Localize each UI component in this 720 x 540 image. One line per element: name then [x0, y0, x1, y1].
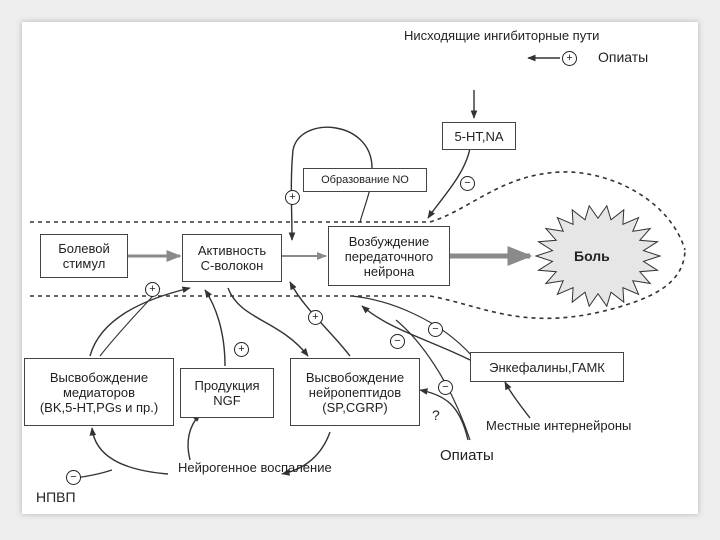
- ngf-production-box: Продукция NGF: [180, 368, 274, 418]
- 5ht-na-box: 5-HT,NA: [442, 122, 516, 150]
- descending-paths-label: Нисходящие ингибиторные пути: [404, 28, 600, 43]
- mediator-release-box: Высвобождение медиаторов (BK,5-HT,PGs и …: [24, 358, 174, 426]
- arrow-inflammation-to-ngf: [187, 413, 201, 461]
- pain-burst-shape: [534, 204, 662, 308]
- arrow-5ht-to-neuron: [427, 147, 471, 219]
- arrow-ngf-to-cfiber: [204, 289, 226, 367]
- minus-sign-opiates-neuron: −: [390, 334, 405, 349]
- arrow-enkephalins-to-cfiber: [351, 295, 473, 357]
- pain-label: Боль: [574, 248, 610, 264]
- neuron-excitation-box: Возбуждение передаточного нейрона: [328, 226, 450, 286]
- arrow-mediators-to-cfiber: [89, 286, 191, 357]
- plus-sign-neuropeptides: +: [308, 310, 323, 325]
- arrow-opiates-to-neuron: [395, 319, 471, 441]
- opiates-bottom-label: Опиаты: [440, 447, 494, 464]
- arrow-cfiber-to-neuropeptides: [227, 287, 309, 357]
- minus-sign-5ht: −: [460, 176, 475, 191]
- minus-sign-nsaid: −: [66, 470, 81, 485]
- plus-sign-opiates: +: [562, 51, 577, 66]
- arrow-no-loop: [288, 126, 373, 241]
- nsaid-label: НПВП: [36, 489, 76, 505]
- plus-sign-no: +: [285, 190, 300, 205]
- local-interneurons-label: Местные интернейроны: [486, 418, 632, 433]
- spinal-cord-lower-dashed-line: [30, 249, 686, 320]
- arrow-interneurons-to-enkephalins: [504, 381, 531, 419]
- spinal-cord-upper-dashed-line: [30, 171, 686, 251]
- enkephalins-box: Энкефалины,ГАМК: [470, 352, 624, 382]
- arrow-mediators-plus: [99, 287, 161, 357]
- arrow-enkephalins-to-neuron: [361, 305, 471, 361]
- plus-sign-mediators: +: [145, 282, 160, 297]
- minus-sign-opiates-peptides: −: [438, 380, 453, 395]
- neurogenic-inflammation-label: Нейрогенное воспаление: [178, 460, 332, 475]
- neuropeptide-release-box: Высвобождение нейропептидов (SP,CGRP): [290, 358, 420, 426]
- arrow-neuropeptides-to-inflammation: [281, 431, 331, 476]
- question-mark-label: ?: [432, 407, 440, 423]
- arrow-inflammation-to-mediators: [89, 427, 169, 475]
- no-formation-box: Образование NO: [303, 168, 427, 192]
- pain-stimulus-box: Болевой стимул: [40, 234, 128, 278]
- c-fiber-activity-box: Активность С-волокон: [182, 234, 282, 282]
- arrow-opiates-to-neuropeptides: [419, 388, 469, 441]
- plus-sign-ngf: +: [234, 342, 249, 357]
- opiates-top-label: Опиаты: [598, 49, 649, 65]
- minus-sign-enkephalins: −: [428, 322, 443, 337]
